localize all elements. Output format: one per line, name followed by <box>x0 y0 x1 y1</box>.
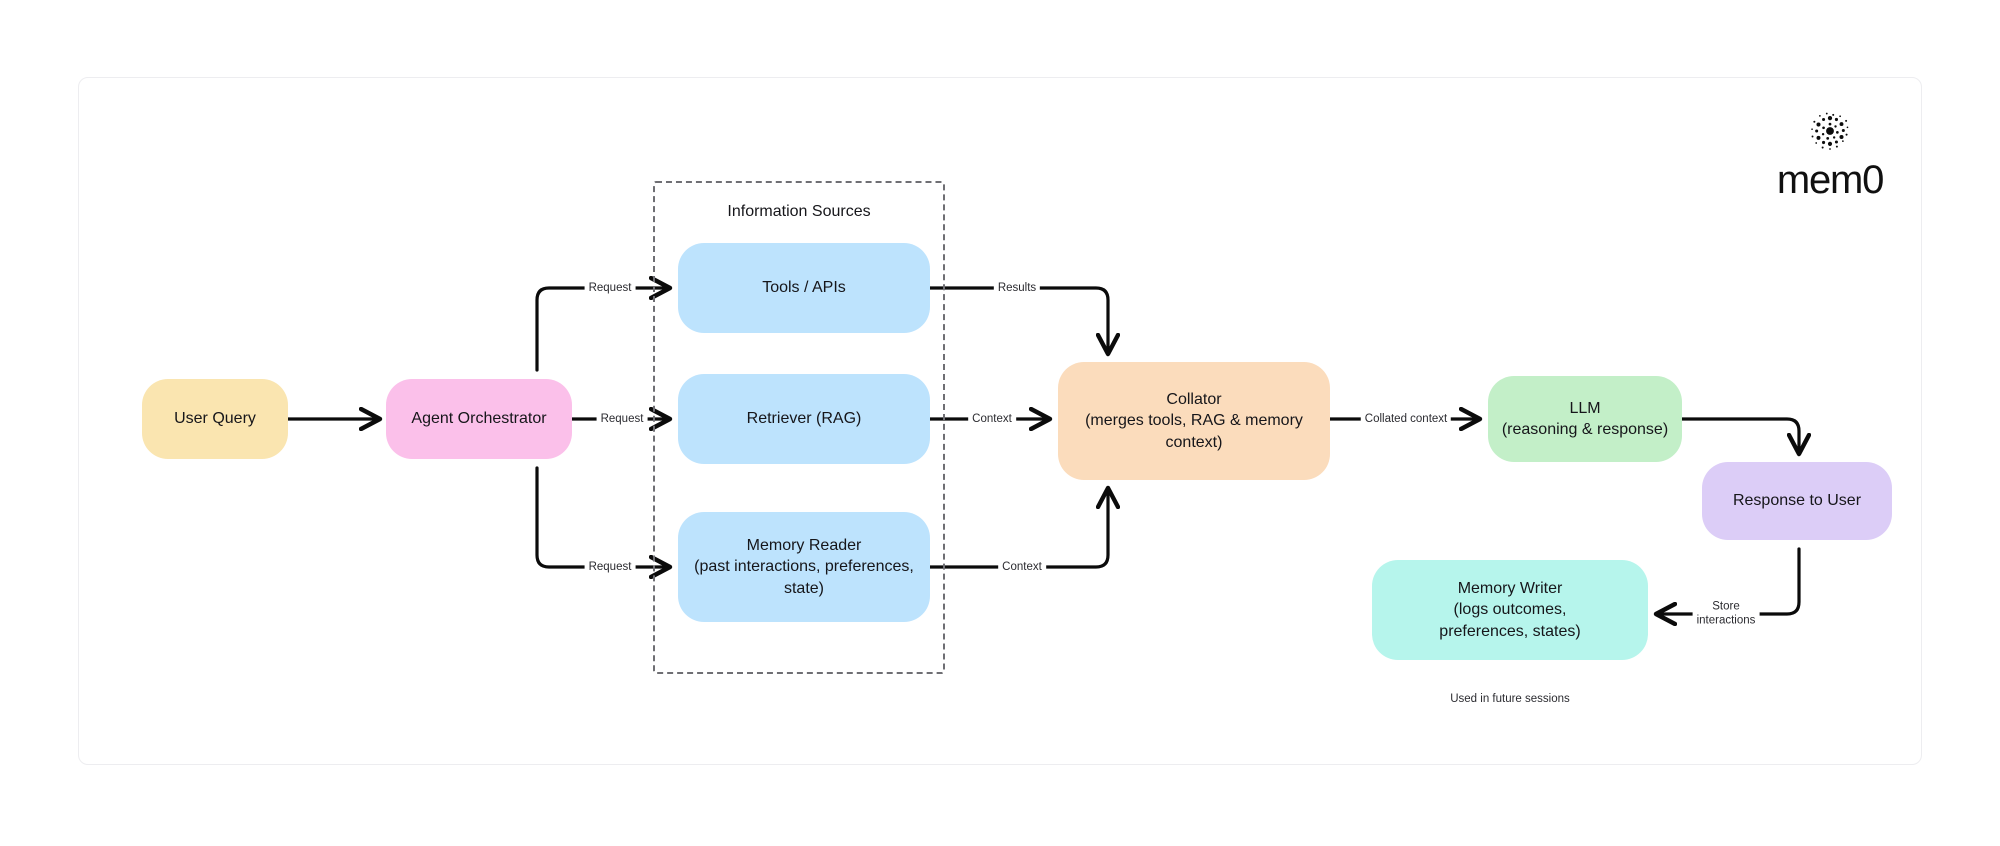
note-used-in-future-sessions: Used in future sessions <box>1450 693 1570 705</box>
node-user-query[interactable]: User Query <box>142 379 288 459</box>
edge-response-to-memory-writer <box>1658 547 1801 614</box>
edge-label-agent-to-tools: Request <box>584 279 636 297</box>
node-agent-orchestrator[interactable]: Agent Orchestrator <box>386 379 572 459</box>
brand-wordmark: mem0 <box>1776 158 1885 202</box>
node-memory-reader[interactable]: Memory Reader (past interactions, prefer… <box>678 512 930 622</box>
edge-label-memory-reader-to-collator: Context <box>998 558 1046 576</box>
node-retriever-rag[interactable]: Retriever (RAG) <box>678 374 930 464</box>
edge-agent-to-memory-reader <box>535 466 668 567</box>
node-memory-writer[interactable]: Memory Writer (logs outcomes, preference… <box>1372 560 1648 660</box>
node-tools-apis[interactable]: Tools / APIs <box>678 243 930 333</box>
edge-memory-reader-to-collator <box>928 490 1108 569</box>
edge-agent-to-tools <box>535 288 668 372</box>
edge-label-agent-to-memory-reader: Request <box>584 558 636 576</box>
group-title-information-sources: Information Sources <box>727 203 871 220</box>
mem0-dot-cluster-icon <box>1811 112 1849 150</box>
edge-tools-to-collator <box>928 286 1108 352</box>
node-llm[interactable]: LLM (reasoning & response) <box>1488 376 1682 462</box>
node-response-to-user[interactable]: Response to User <box>1702 462 1892 540</box>
edge-label-store-interactions: Store interactions <box>1692 598 1760 630</box>
node-collator[interactable]: Collator (merges tools, RAG & memory con… <box>1058 362 1330 480</box>
edge-label-retriever-to-collator: Context <box>968 410 1016 428</box>
edge-label-tools-to-collator: Results <box>993 279 1041 297</box>
edge-label-collator-to-llm: Collated context <box>1360 410 1452 428</box>
group-information-sources: Information Sources <box>653 181 945 674</box>
brand-logo: mem0 <box>1770 108 1890 200</box>
edge-label-agent-to-retriever: Request <box>596 410 648 428</box>
edge-llm-to-response <box>1680 417 1799 452</box>
